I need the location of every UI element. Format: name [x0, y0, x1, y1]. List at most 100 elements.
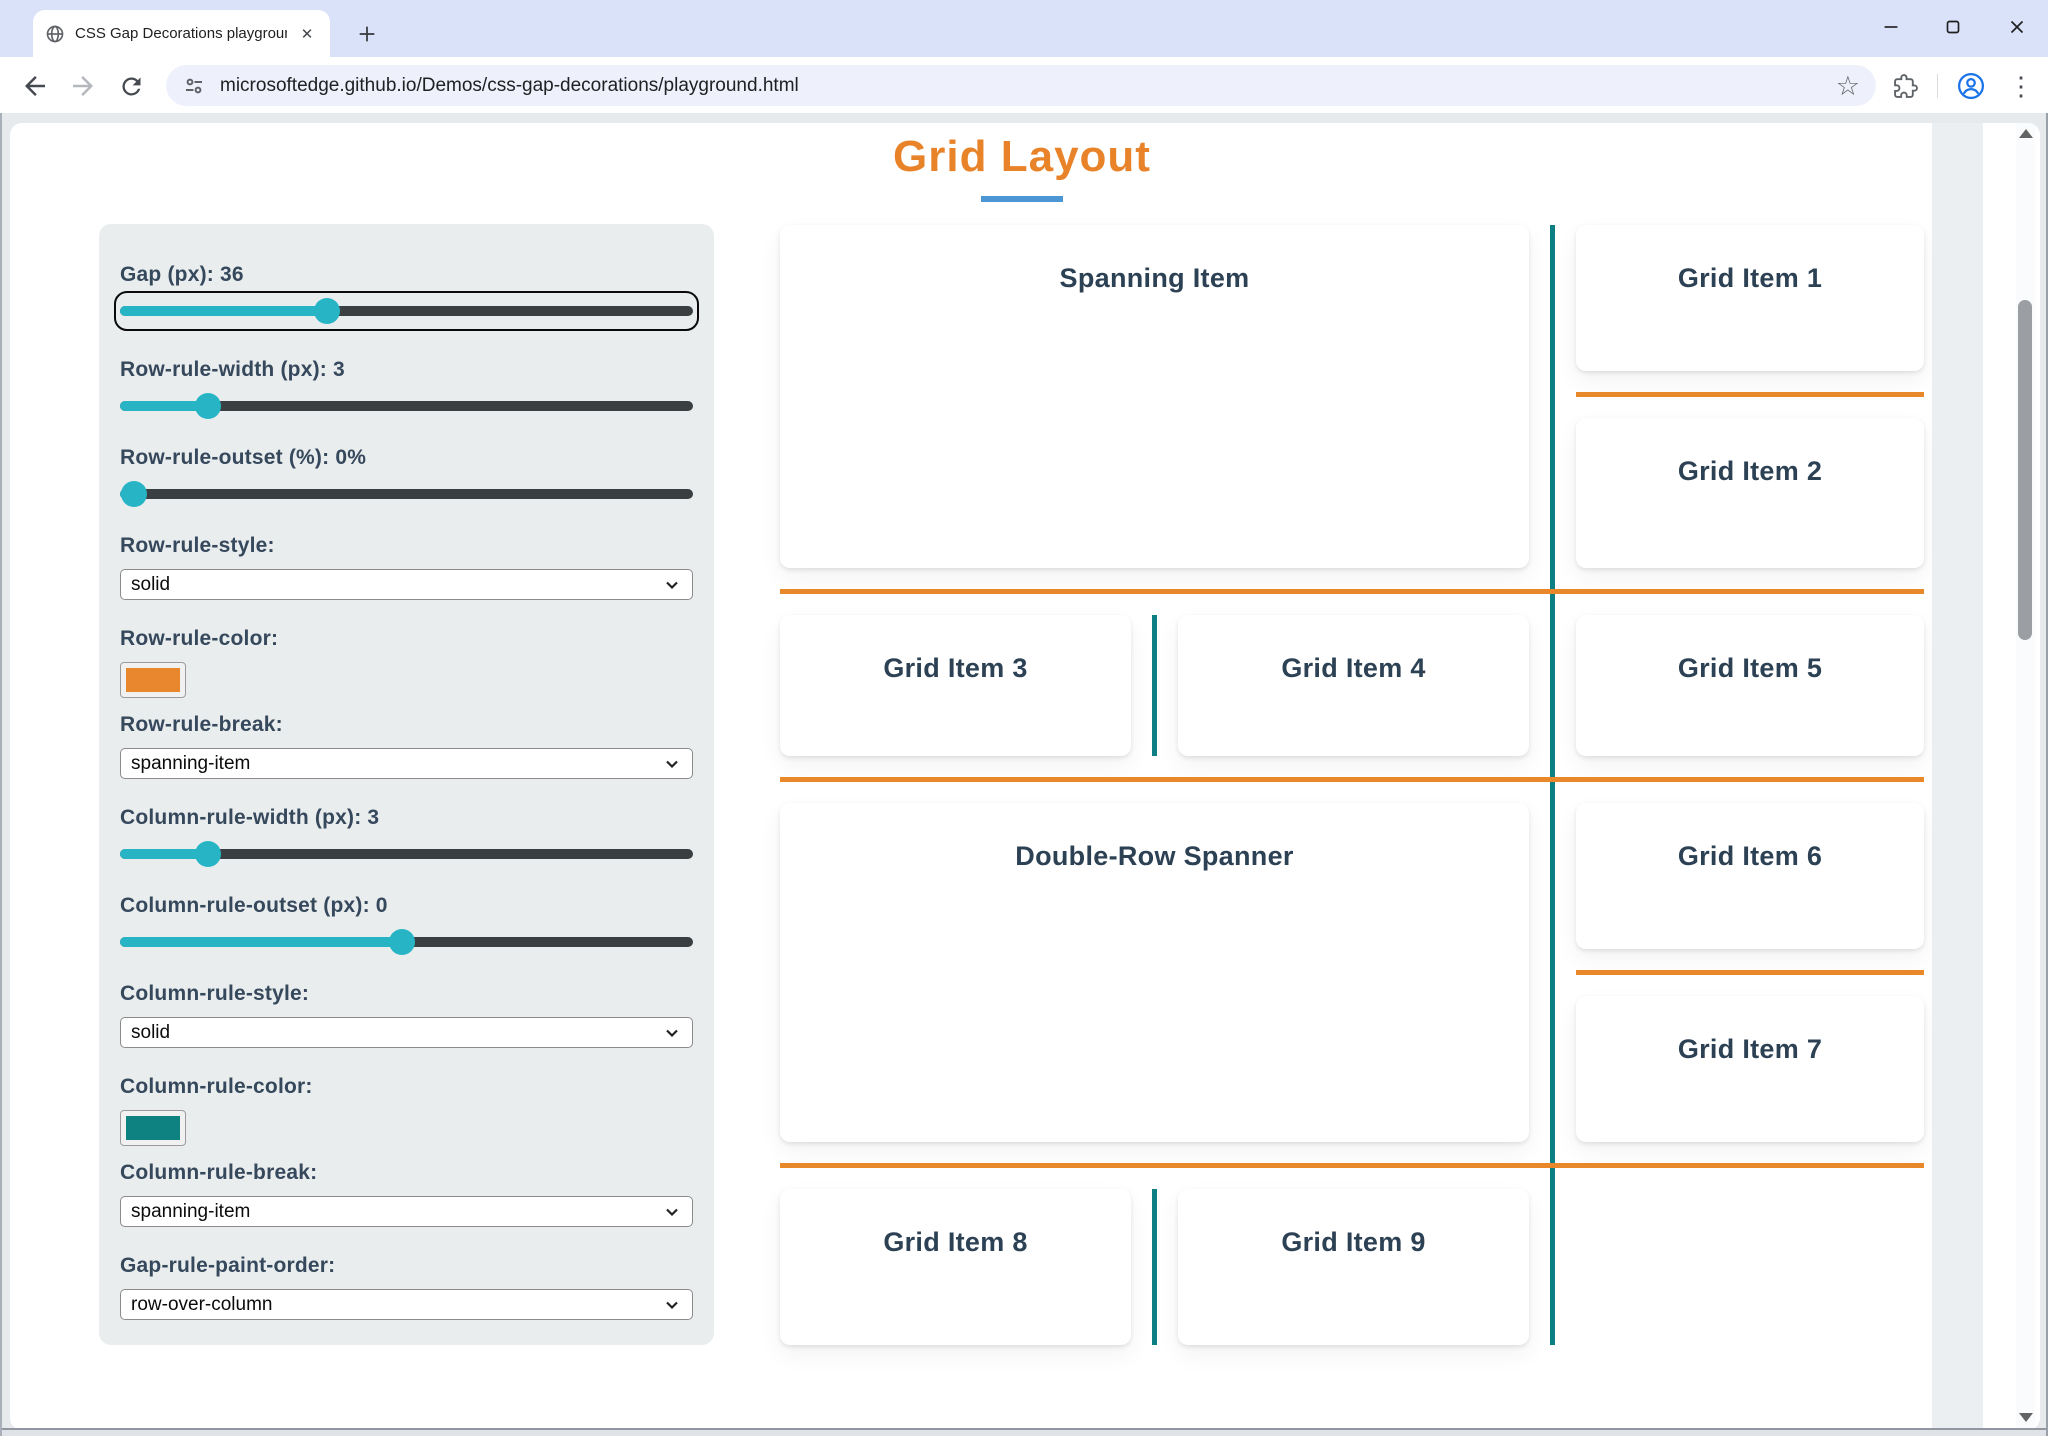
- grid-card: Grid Item 8: [780, 1189, 1131, 1345]
- grid-card: Grid Item 6: [1576, 803, 1924, 949]
- row-rule-full: [780, 589, 1924, 594]
- profile-avatar-icon: [1958, 73, 1984, 99]
- new-tab-button[interactable]: [350, 17, 384, 51]
- slider-thumb[interactable]: [195, 393, 221, 419]
- forward-button[interactable]: [62, 65, 104, 107]
- grid-card: Grid Item 3: [780, 615, 1131, 756]
- column-rule-segment: [1152, 615, 1157, 756]
- window-minimize-button[interactable]: [1868, 6, 1914, 48]
- column-rule-width-slider[interactable]: [120, 841, 693, 867]
- grid-card: Grid Item 4: [1178, 615, 1529, 756]
- column-rule-style-label: Column-rule-style:: [120, 982, 310, 1005]
- chevron-down-icon: [666, 581, 678, 589]
- window-close-button[interactable]: [1994, 6, 2040, 48]
- column-rule-width-label: Column-rule-width (px): 3: [120, 806, 380, 829]
- column-rule-outset-slider[interactable]: [120, 929, 693, 955]
- back-button[interactable]: [14, 65, 56, 107]
- row-rule-style-group: Row-rule-style: solid: [120, 533, 693, 600]
- tab-strip: CSS Gap Decorations playground ✕: [0, 0, 2048, 57]
- color-swatch: [126, 1116, 180, 1140]
- row-rule-width-slider[interactable]: [120, 393, 693, 419]
- scroll-down-arrow-icon[interactable]: [2019, 1413, 2033, 1422]
- browser-toolbar: microsoftedge.github.io/Demos/css-gap-de…: [0, 57, 2048, 113]
- grid-card: Grid Item 5: [1576, 615, 1924, 756]
- chevron-down-icon: [666, 760, 678, 768]
- select-value: solid: [131, 573, 171, 595]
- row-rule-width-label: Row-rule-width (px): 3: [120, 358, 345, 381]
- browser-menu-button[interactable]: ⋮: [2008, 70, 2034, 101]
- gap-slider-label: Gap (px): 36: [120, 263, 244, 286]
- gap-control-group: Gap (px): 36: [114, 262, 699, 331]
- grid-card-spanning-item: Spanning Item: [780, 225, 1529, 568]
- window-maximize-button[interactable]: [1930, 6, 1976, 48]
- slider-thumb[interactable]: [121, 481, 147, 507]
- grid-card: Grid Item 9: [1178, 1189, 1529, 1345]
- row-rule-color-label: Row-rule-color:: [120, 627, 279, 650]
- minimize-icon: [1884, 26, 1898, 28]
- page-content: Grid Layout Gap (px): 36 Ro: [10, 123, 2040, 1430]
- toolbar-divider: [1937, 74, 1938, 98]
- chevron-down-icon: [666, 1301, 678, 1309]
- column-rule-break-select[interactable]: spanning-item: [120, 1196, 693, 1227]
- row-rule-segment: [1576, 970, 1924, 975]
- gap-rule-paint-order-label: Gap-rule-paint-order:: [120, 1254, 336, 1277]
- reload-button[interactable]: [110, 65, 152, 107]
- grid-card: Grid Item 1: [1576, 225, 1924, 371]
- grid-card-double-row-spanner: Double-Row Spanner: [780, 803, 1529, 1142]
- tab-close-icon[interactable]: ✕: [300, 25, 314, 43]
- row-rule-segment: [1576, 392, 1924, 397]
- row-rule-style-label: Row-rule-style:: [120, 534, 275, 557]
- column-rule-color-group: Column-rule-color:: [120, 1074, 693, 1146]
- row-rule-style-select[interactable]: solid: [120, 569, 693, 600]
- row-rule-break-group: Row-rule-break: spanning-item: [120, 712, 693, 779]
- column-rule-outset-label: Column-rule-outset (px): 0: [120, 894, 388, 917]
- grid-card: Grid Item 7: [1576, 996, 1924, 1142]
- gap-rule-paint-order-group: Gap-rule-paint-order: row-over-column: [120, 1253, 693, 1320]
- url-text: microsoftedge.github.io/Demos/css-gap-de…: [220, 74, 799, 96]
- column-rule-width-group: Column-rule-width (px): 3: [120, 805, 693, 867]
- row-rule-outset-slider[interactable]: [120, 481, 693, 507]
- demo-grid: Spanning Item Grid Item 1 Grid Item 2 Gr…: [780, 225, 1924, 1345]
- page-frame: Grid Layout Gap (px): 36 Ro: [2, 113, 2046, 1436]
- row-rule-color-picker[interactable]: [120, 662, 186, 698]
- controls-panel: Gap (px): 36 Row-rule-width (px): 3: [99, 224, 714, 1345]
- extensions-button[interactable]: [1884, 65, 1926, 107]
- column-rule-segment: [1152, 1189, 1157, 1345]
- chevron-down-icon: [666, 1029, 678, 1037]
- column-rule-break-label: Column-rule-break:: [120, 1161, 318, 1184]
- select-value: solid: [131, 1021, 171, 1043]
- back-arrow-icon: [25, 76, 45, 96]
- column-rule-style-group: Column-rule-style: solid: [120, 981, 693, 1048]
- gap-rule-paint-order-select[interactable]: row-over-column: [120, 1289, 693, 1320]
- plus-icon: [359, 26, 375, 42]
- select-value: spanning-item: [131, 752, 251, 774]
- row-rule-full: [780, 1163, 1924, 1168]
- color-swatch: [126, 668, 180, 692]
- row-rule-break-select[interactable]: spanning-item: [120, 748, 693, 779]
- select-value: row-over-column: [131, 1293, 273, 1315]
- column-rule-color-picker[interactable]: [120, 1110, 186, 1146]
- profile-button[interactable]: [1950, 65, 1992, 107]
- maximize-icon: [1946, 20, 1960, 34]
- site-permissions-icon[interactable]: [182, 74, 206, 98]
- tab-title: CSS Gap Decorations playground: [75, 25, 287, 42]
- reload-icon: [121, 76, 140, 95]
- row-rule-width-group: Row-rule-width (px): 3: [120, 357, 693, 419]
- scrollbar-thumb[interactable]: [2018, 300, 2032, 640]
- active-tab[interactable]: CSS Gap Decorations playground ✕: [33, 10, 330, 57]
- slider-thumb[interactable]: [195, 841, 221, 867]
- vertical-scrollbar[interactable]: [2016, 123, 2035, 1430]
- slider-thumb[interactable]: [314, 298, 340, 324]
- slider-thumb[interactable]: [389, 929, 415, 955]
- bookmark-star-icon[interactable]: ☆: [1835, 70, 1860, 101]
- address-bar[interactable]: microsoftedge.github.io/Demos/css-gap-de…: [166, 65, 1876, 106]
- window-bottom-edge: [2, 1428, 2046, 1436]
- column-rule-style-select[interactable]: solid: [120, 1017, 693, 1048]
- gap-slider[interactable]: [120, 298, 693, 324]
- column-rule-color-label: Column-rule-color:: [120, 1075, 313, 1098]
- title-underline: [981, 196, 1063, 202]
- scroll-up-arrow-icon[interactable]: [2019, 129, 2033, 138]
- globe-favicon-icon: [46, 25, 64, 42]
- row-rule-outset-label: Row-rule-outset (%): 0%: [120, 446, 367, 469]
